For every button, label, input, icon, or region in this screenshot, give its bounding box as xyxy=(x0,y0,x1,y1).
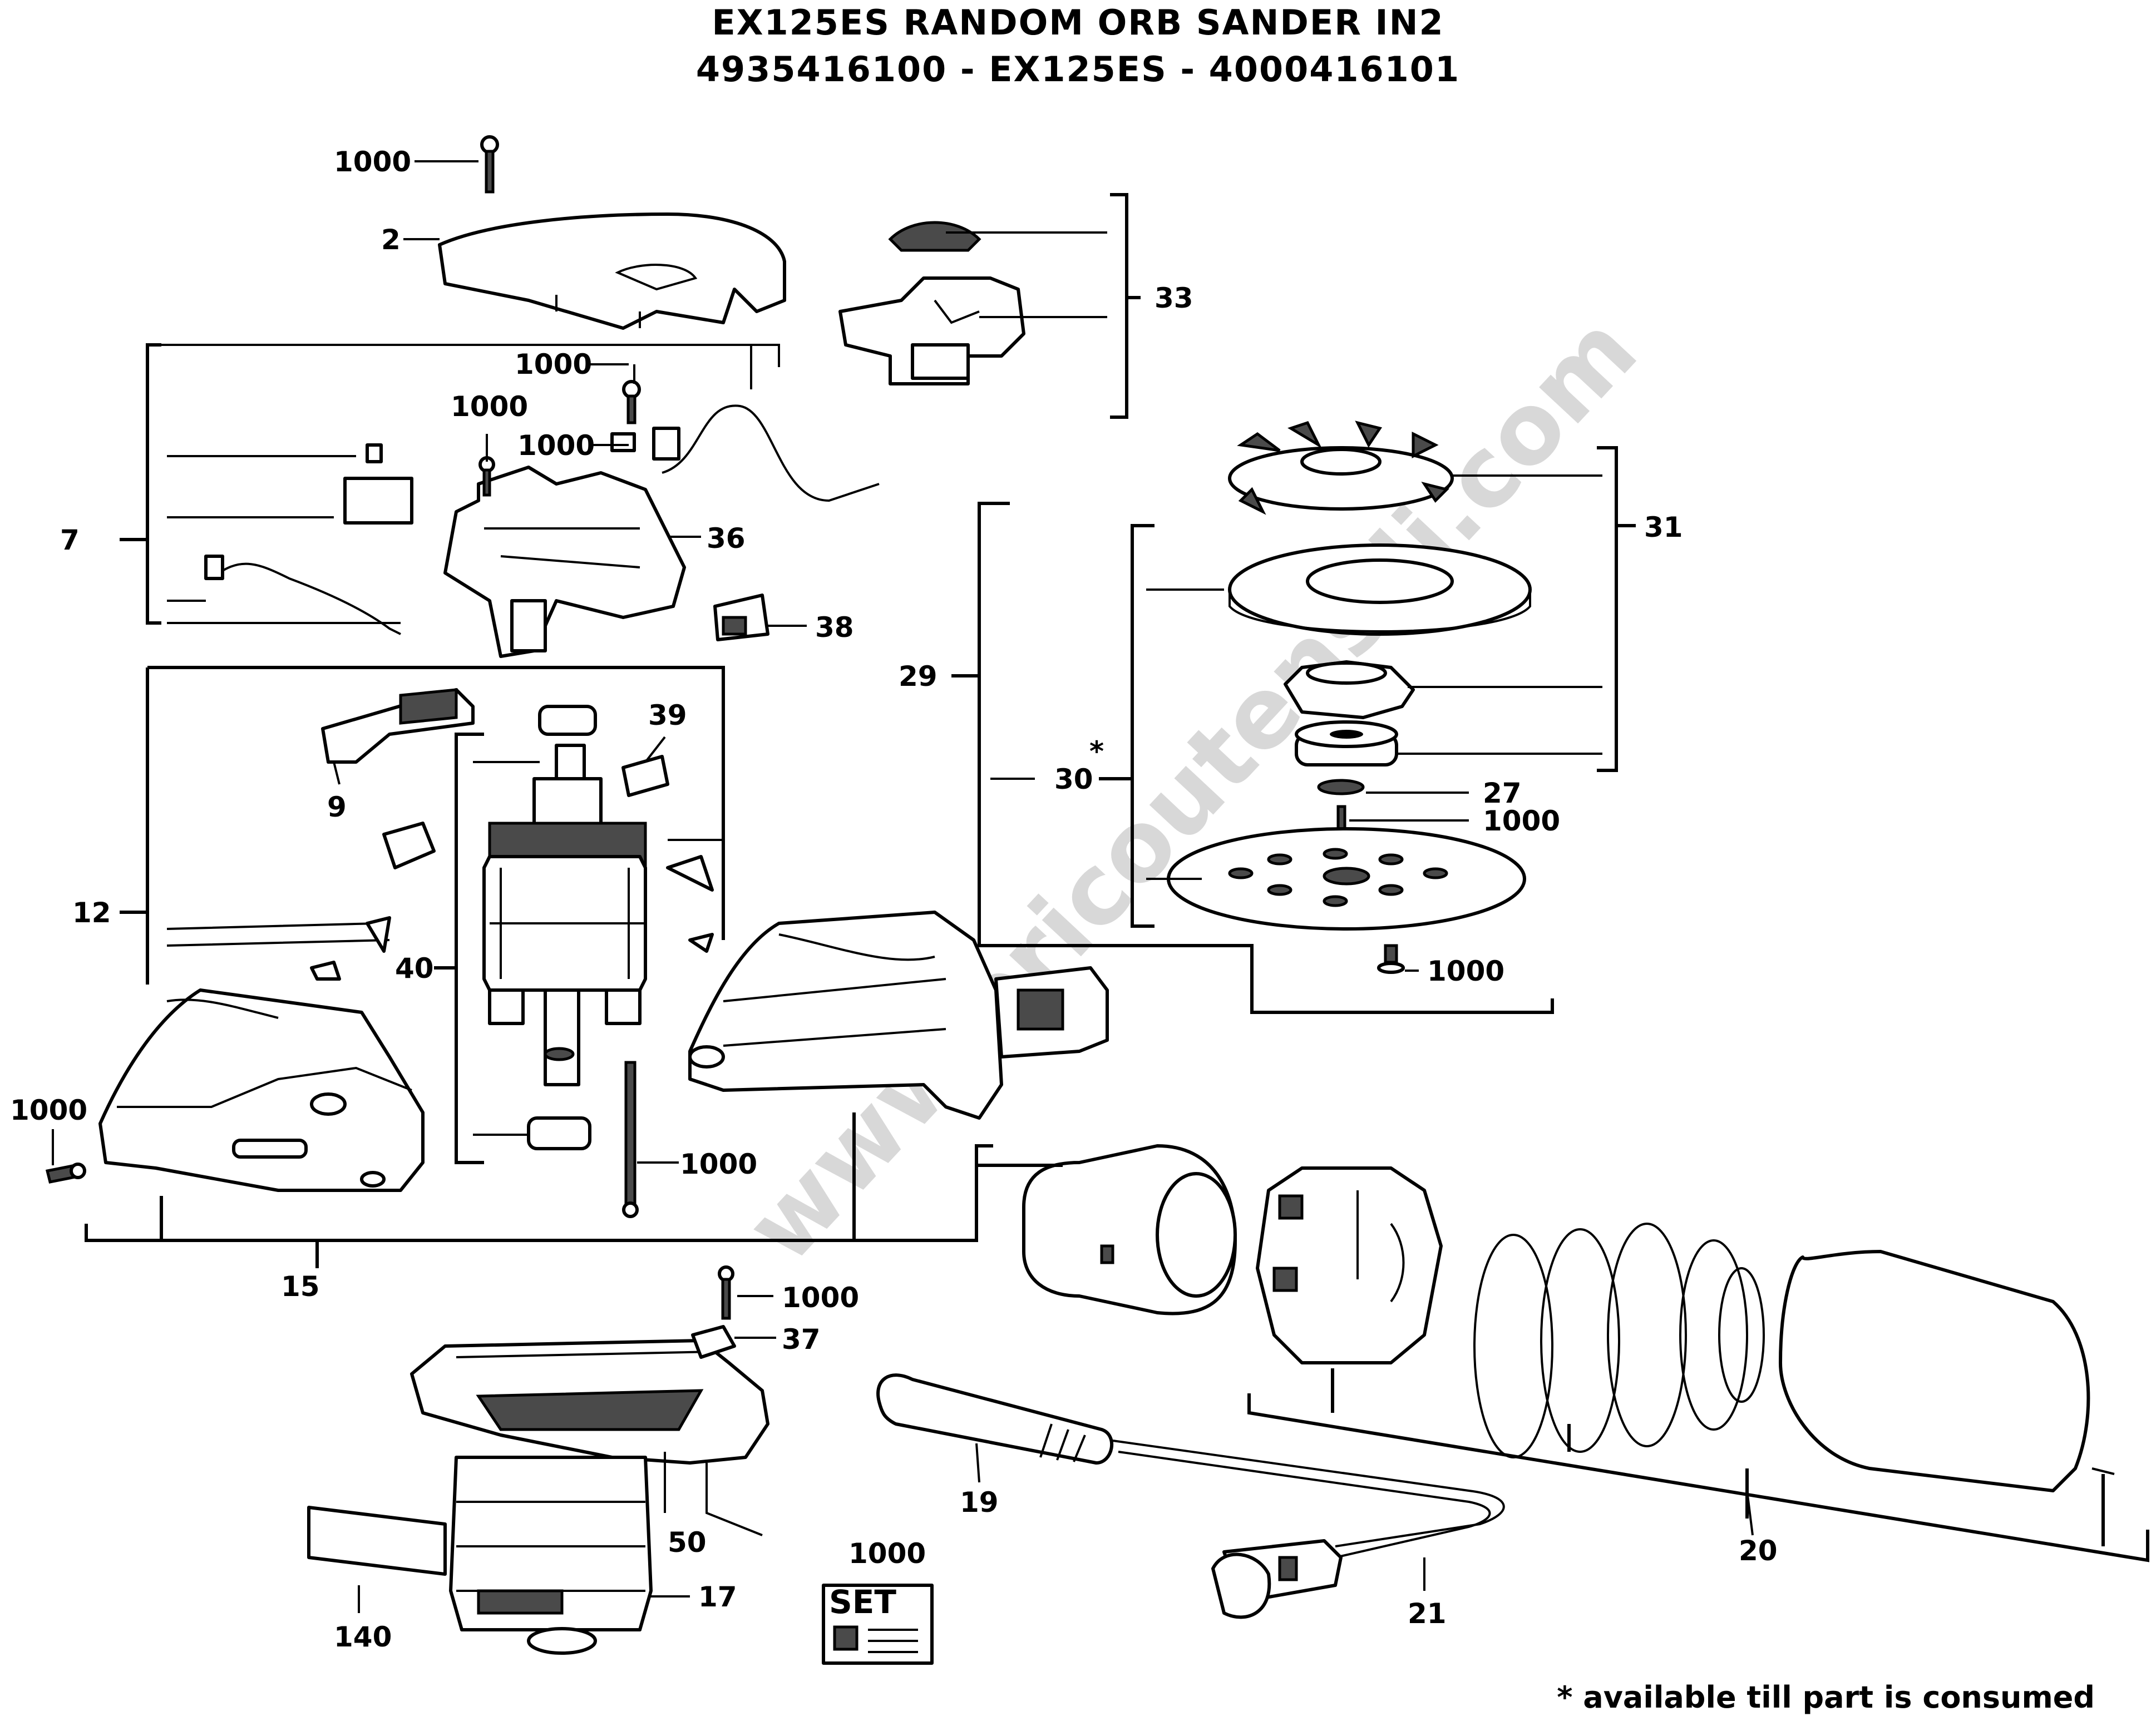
label-30-asterisk: * xyxy=(1089,735,1104,768)
housing-right-part xyxy=(688,911,1109,1120)
label-9: 9 xyxy=(327,791,347,823)
diagram-title: EX125ES RANDOM ORB SANDER IN2 xyxy=(712,2,1444,43)
screw-part xyxy=(622,1061,639,1218)
screw-part xyxy=(478,380,641,497)
screw-part xyxy=(480,135,499,194)
suppressor-part xyxy=(713,594,769,641)
label-21: 21 xyxy=(1408,1598,1447,1630)
switch-housing-part xyxy=(443,466,686,658)
handle-part xyxy=(876,1373,1113,1465)
base-housing-part xyxy=(410,1339,769,1465)
label-2: 2 xyxy=(381,224,401,256)
label-1000: 1000 xyxy=(517,429,595,462)
screw-part xyxy=(1377,944,1405,974)
label-19: 19 xyxy=(960,1486,999,1519)
label-33: 33 xyxy=(1155,282,1193,314)
label-1000: 1000 xyxy=(515,348,592,380)
clip-part xyxy=(691,1325,736,1359)
label-1000: 1000 xyxy=(848,1537,926,1570)
label-38: 38 xyxy=(815,611,854,644)
label-1000: 1000 xyxy=(451,390,528,423)
label-20: 20 xyxy=(1739,1535,1778,1567)
top-cover-part xyxy=(438,212,786,330)
leader-lines xyxy=(52,160,2149,1613)
screw-set-box: SET xyxy=(822,1583,934,1665)
washer-part xyxy=(1317,779,1365,795)
stator-part xyxy=(482,855,647,1025)
dust-bag-part xyxy=(1779,1250,2090,1492)
sanding-pad-part xyxy=(1167,827,1526,931)
label-140: 140 xyxy=(334,1621,392,1653)
fan-part xyxy=(1228,421,1454,515)
wire-harness-part xyxy=(204,404,880,635)
dust-adapter-part xyxy=(1022,1144,1237,1315)
label-30: 30 xyxy=(1054,763,1093,795)
label-1000: 1000 xyxy=(10,1094,87,1126)
label-50: 50 xyxy=(668,1526,707,1559)
brush-holder-part xyxy=(321,688,669,797)
bearing-part xyxy=(1295,720,1398,766)
spring-part xyxy=(1473,1223,1765,1458)
label-part xyxy=(307,1506,447,1576)
label-29: 29 xyxy=(899,660,938,693)
label-27: 27 xyxy=(1483,777,1522,809)
screw-part xyxy=(718,1265,734,1320)
label-39: 39 xyxy=(648,699,687,731)
label-7: 7 xyxy=(60,524,80,556)
bearing-holder-part xyxy=(1284,660,1415,719)
footnote: * available till part is consumed xyxy=(1557,1680,2095,1715)
part-labels: 1000 2 33 1000 1000 1000 7 36 38 31 29 3… xyxy=(10,146,1778,1653)
label-1000: 1000 xyxy=(1483,805,1560,837)
switch-assembly-part xyxy=(838,221,1025,385)
power-cable-part xyxy=(1112,1440,1505,1619)
housing-left-part xyxy=(98,988,425,1192)
counterweight-plate-part xyxy=(1228,543,1532,636)
label-17: 17 xyxy=(698,1581,737,1613)
label-12: 12 xyxy=(72,897,111,929)
label-36: 36 xyxy=(707,522,746,555)
label-1000: 1000 xyxy=(680,1148,757,1180)
label-15: 15 xyxy=(281,1270,320,1303)
set-label: SET xyxy=(829,1583,896,1621)
label-1000: 1000 xyxy=(1427,955,1504,987)
label-31: 31 xyxy=(1644,511,1683,543)
bearing-housing-part xyxy=(449,1456,653,1655)
diagram-subtitle: 4935416100 - EX125ES - 4000416101 xyxy=(695,49,1461,90)
dust-canister-collar-part xyxy=(1256,1166,1443,1364)
label-1000: 1000 xyxy=(782,1282,859,1314)
terminal-part xyxy=(166,822,714,981)
label-40: 40 xyxy=(395,952,434,985)
screw-part xyxy=(45,1163,86,1184)
label-37: 37 xyxy=(782,1323,821,1356)
label-1000: 1000 xyxy=(334,146,411,178)
